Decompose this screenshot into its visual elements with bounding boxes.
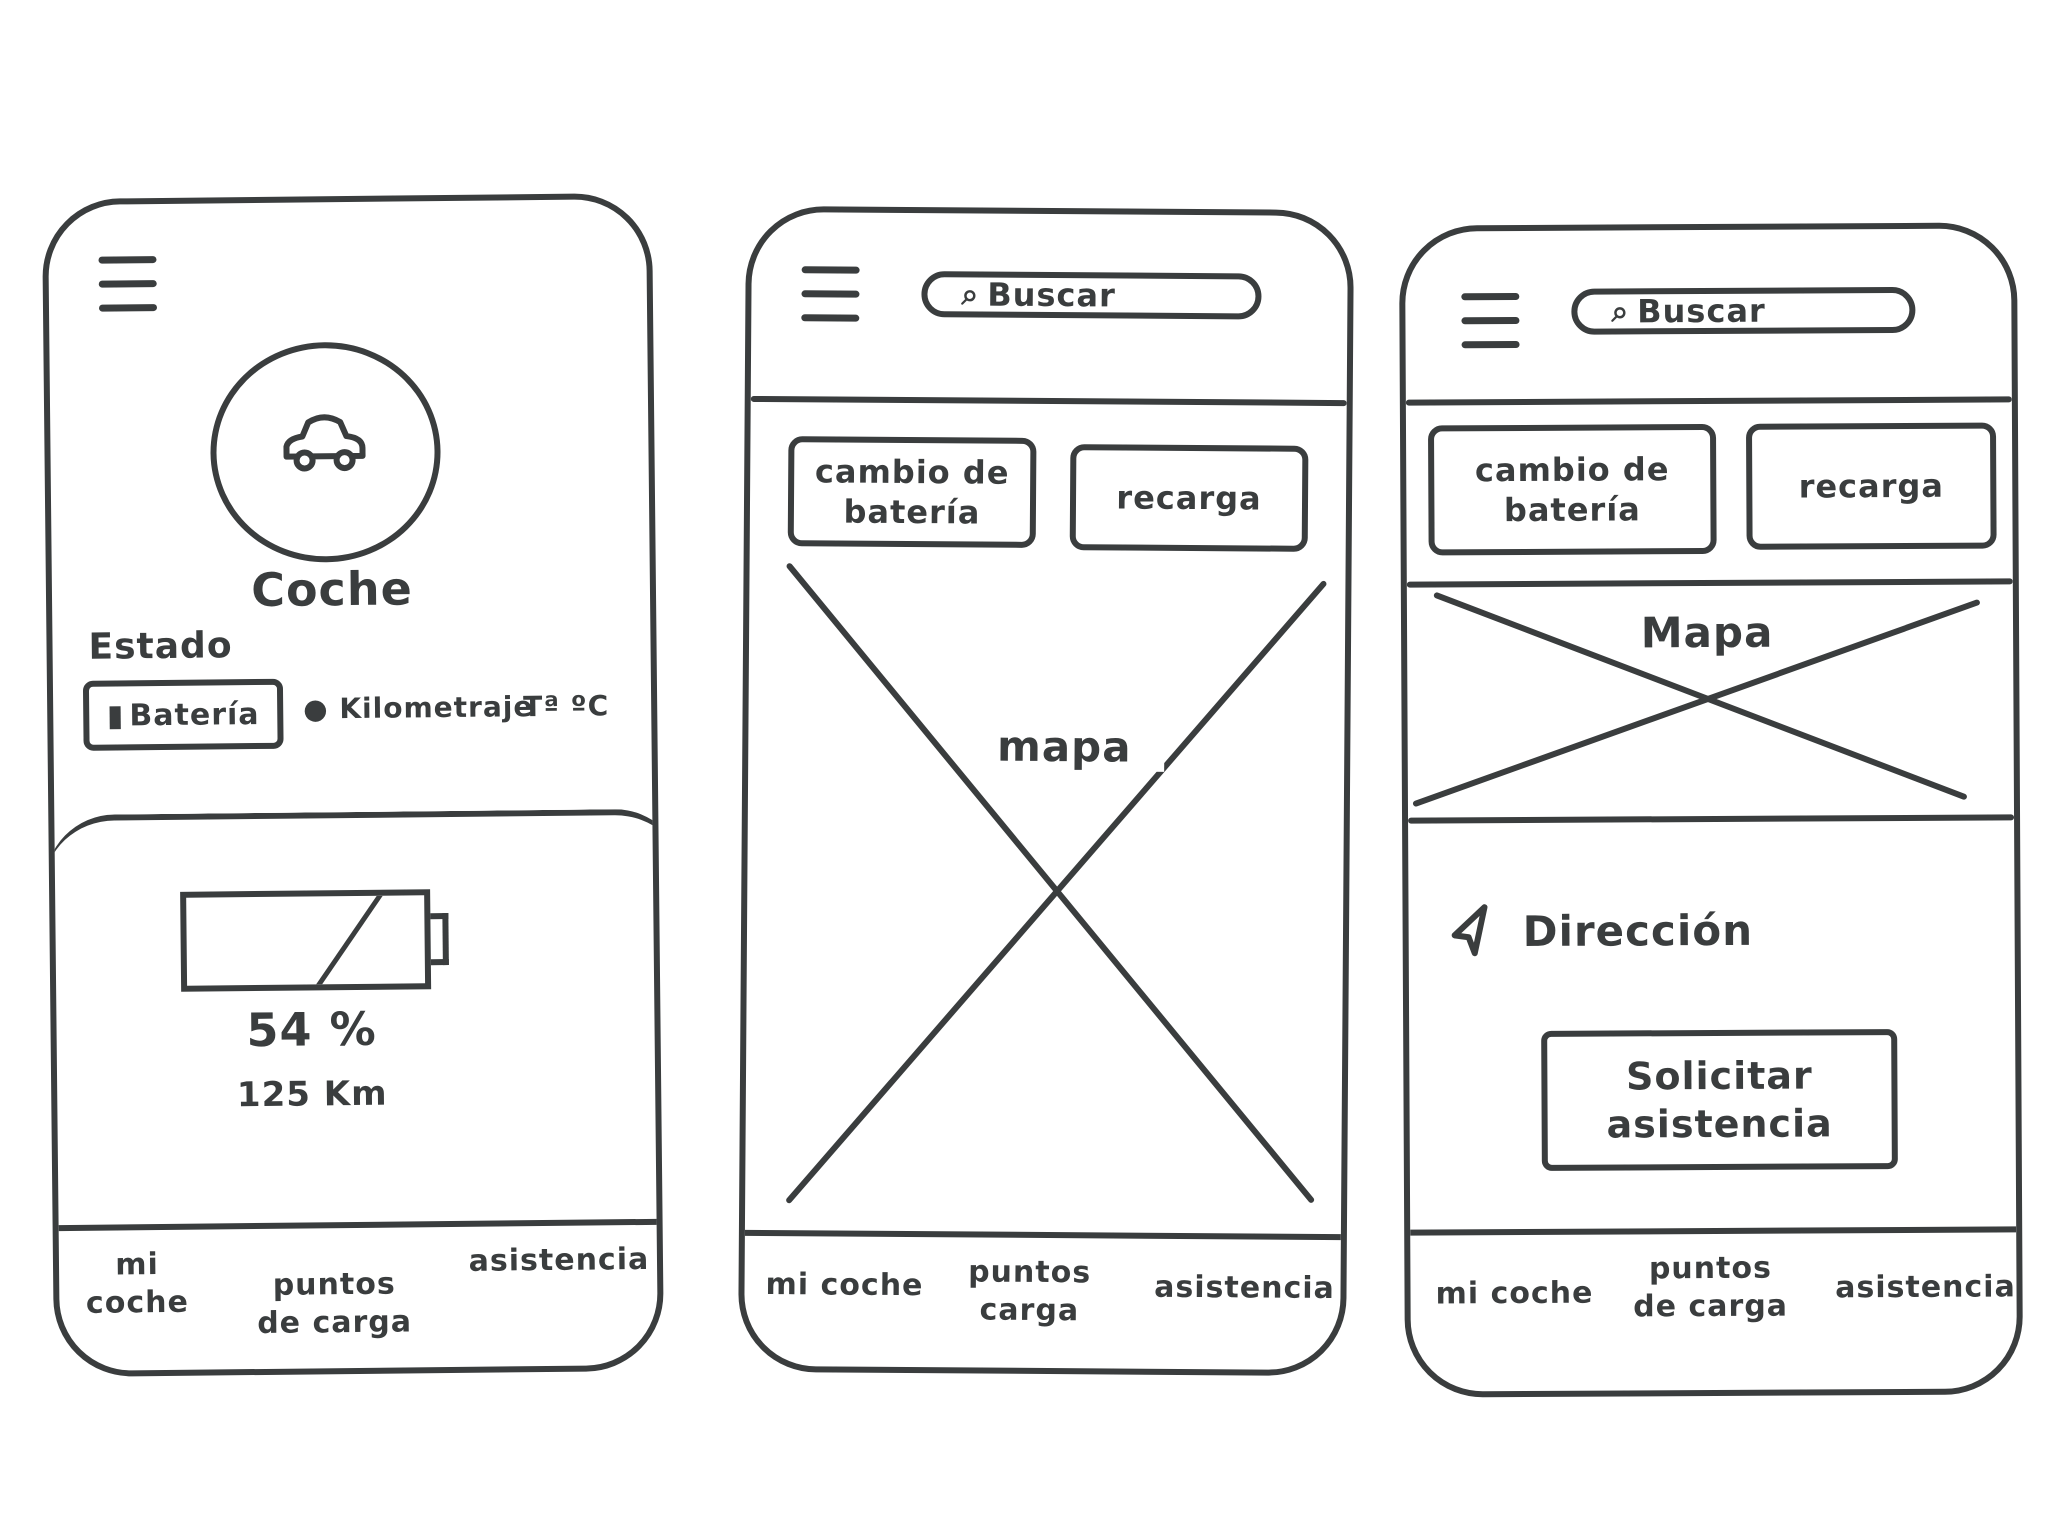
map-placeholder[interactable]: mapa: [771, 560, 1332, 1214]
tab-temperature[interactable]: Tª ºC: [523, 689, 610, 724]
bottom-nav: mi coche puntos de carga asistencia: [58, 1218, 659, 1372]
recharge-button[interactable]: recarga: [1745, 422, 1997, 550]
direction-label: Dirección: [1522, 905, 1754, 956]
header-divider: [1405, 396, 2012, 406]
map-cross-icon: [786, 563, 1327, 1204]
battery-swap-button[interactable]: cambio de batería: [787, 436, 1037, 548]
battery-swap-button[interactable]: cambio de batería: [1427, 423, 1717, 556]
tab-mileage-label: Kilometraje: [339, 690, 534, 726]
nav-mi-coche[interactable]: mi coche: [765, 1267, 924, 1304]
nav-asistencia[interactable]: asistencia: [1835, 1269, 2016, 1306]
bottom-nav: mi coche puntos de carga asistencia: [1410, 1226, 2018, 1392]
battery-small-icon: ▮: [106, 697, 124, 734]
battery-fill-level: [187, 895, 383, 986]
header-divider: [750, 395, 1347, 407]
battery-icon: [180, 889, 432, 992]
tab-battery-label: Batería: [129, 696, 260, 733]
status-heading: Estado: [88, 625, 233, 668]
menu-icon[interactable]: [801, 266, 860, 324]
menu-icon[interactable]: [98, 256, 158, 315]
map-placeholder[interactable]: Mapa: [1407, 584, 2014, 817]
search-placeholder: Buscar: [987, 275, 1116, 315]
nav-puntos-de-carga[interactable]: puntos de carga: [1633, 1250, 1789, 1325]
car-icon: [283, 414, 366, 472]
car-avatar: [209, 341, 442, 564]
search-icon: ⌕: [1611, 293, 1630, 330]
car-title: Coche: [250, 561, 414, 618]
request-assistance-button[interactable]: Solicitar asistencia: [1541, 1029, 1898, 1171]
nav-asistencia[interactable]: asistencia: [1154, 1269, 1335, 1307]
phone-screen-map: ⌕ Buscar cambio de batería recarga mapa …: [737, 205, 1355, 1377]
tab-mileage[interactable]: ● Kilometraje: [303, 690, 534, 725]
location-arrow-icon: [1451, 904, 1488, 957]
phone-screen-assistance: ⌕ Buscar cambio de batería recarga Mapa …: [1398, 222, 2024, 1398]
recharge-button[interactable]: recarga: [1069, 444, 1309, 552]
bullet-icon: ●: [303, 692, 329, 726]
nav-mi-coche[interactable]: mi coche: [85, 1247, 190, 1321]
direction-row[interactable]: Dirección: [1444, 900, 1753, 962]
battery-percent: 54 %: [246, 1001, 377, 1058]
search-placeholder: Buscar: [1637, 291, 1766, 331]
search-input[interactable]: ⌕ Buscar: [1571, 286, 1916, 335]
map-cross-icon: [1412, 592, 1980, 807]
range-km: 125 Km: [236, 1073, 388, 1116]
nav-asistencia[interactable]: asistencia: [468, 1241, 650, 1279]
phone-screen-car-status: Coche Estado ▮ Batería ● Kilometraje Tª …: [41, 192, 665, 1378]
nav-puntos-carga[interactable]: puntos carga: [968, 1254, 1092, 1329]
nav-mi-coche[interactable]: mi coche: [1435, 1275, 1594, 1312]
battery-terminal: [430, 913, 449, 966]
search-icon: ⌕: [961, 276, 980, 313]
map-label: Mapa: [1640, 607, 1774, 658]
menu-icon[interactable]: [1461, 292, 1520, 351]
nav-puntos-de-carga[interactable]: puntos de carga: [257, 1266, 413, 1342]
map-label: mapa: [964, 721, 1165, 772]
tab-battery[interactable]: ▮ Batería: [82, 678, 284, 751]
search-input[interactable]: ⌕ Buscar: [921, 271, 1262, 320]
bottom-nav: mi coche puntos carga asistencia: [743, 1229, 1341, 1371]
